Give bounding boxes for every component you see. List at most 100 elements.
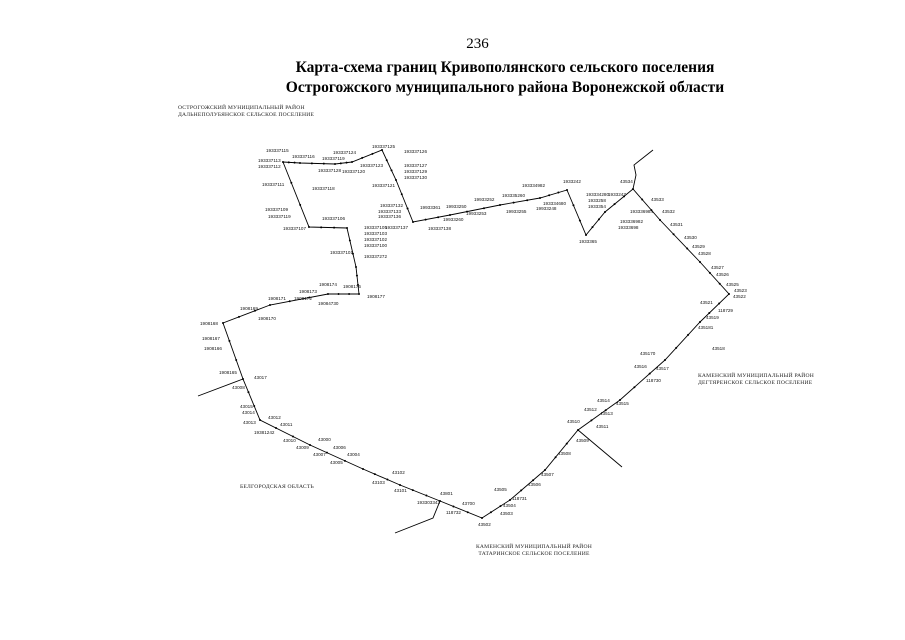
boundary-point-label: 43523 bbox=[734, 288, 747, 293]
boundary-vertex bbox=[299, 162, 301, 164]
boundary-point-label: 19933260 bbox=[443, 217, 464, 222]
boundary-vertex bbox=[235, 358, 238, 361]
boundary-vertex bbox=[358, 293, 360, 295]
settlement-boundary-line bbox=[222, 149, 730, 519]
boundary-point-label: 193337115 bbox=[266, 148, 289, 153]
boundary-vertex bbox=[424, 218, 427, 221]
boundary-point-label: 193337106 bbox=[322, 216, 345, 221]
boundary-point-label: 19933253 bbox=[466, 211, 487, 216]
boundary-vertex bbox=[247, 391, 250, 394]
boundary-vertex bbox=[489, 511, 492, 514]
area-district: КАМЕНСКИЙ МУНИЦИПАЛЬНЫЙ РАЙОН bbox=[698, 373, 815, 379]
boundary-point-label: 193337126 bbox=[404, 149, 427, 154]
boundary-point-label: 43526 bbox=[716, 272, 729, 277]
boundary-point-label: 43506 bbox=[528, 482, 541, 487]
boundary-vertex bbox=[548, 194, 551, 197]
boundary-point-label: 19933250 bbox=[446, 204, 467, 209]
boundary-vertex bbox=[439, 500, 441, 502]
boundary-vertex bbox=[708, 312, 711, 315]
area-settlement: ДАЛЬНЕПОЛУБЯНСКОЕ СЕЛЬСКОЕ ПОСЕЛЕНИЕ bbox=[178, 112, 315, 118]
boundary-vertex bbox=[483, 207, 485, 210]
boundary-vertex bbox=[604, 409, 607, 412]
boundary-vertex bbox=[348, 293, 351, 295]
boundary-point-label: 43508 bbox=[558, 451, 571, 456]
adjacent-boundary-line bbox=[577, 429, 623, 468]
boundary-point-label: 43513 bbox=[600, 411, 613, 416]
boundary-point-label: 43516 bbox=[634, 364, 647, 369]
boundary-point-label: 43509 bbox=[576, 438, 589, 443]
boundary-point-label: 43533 bbox=[651, 197, 664, 202]
boundary-vertex bbox=[664, 359, 666, 361]
boundary-vertex bbox=[659, 219, 661, 221]
boundary-point-label: 43512 bbox=[584, 407, 597, 412]
boundary-point-label: 1933365 bbox=[579, 239, 597, 244]
boundary-point-label: 43510 bbox=[567, 419, 580, 424]
boundary-vertex bbox=[334, 163, 336, 165]
boundary-point-label: 19933248 bbox=[536, 206, 557, 211]
boundary-vertex bbox=[400, 193, 403, 196]
boundary-vertex bbox=[466, 511, 469, 514]
boundary-point-label: 43517 bbox=[656, 366, 669, 371]
boundary-point-label: 193337127 bbox=[404, 163, 427, 168]
boundary-vertex bbox=[481, 517, 483, 519]
boundary-vertex bbox=[310, 162, 313, 165]
boundary-point-label: 193334680 bbox=[543, 201, 566, 206]
boundary-vertex bbox=[728, 293, 730, 295]
boundary-point-label: 193337111 bbox=[262, 182, 285, 187]
boundary-vertex bbox=[253, 405, 256, 408]
boundary-vertex bbox=[566, 189, 568, 191]
boundary-vertex bbox=[449, 214, 451, 216]
boundary-vertex bbox=[509, 499, 511, 501]
boundary-point-label: 193337112 bbox=[258, 164, 281, 169]
boundary-point-label: 43009 bbox=[296, 445, 309, 450]
boundary-vertex bbox=[437, 216, 440, 219]
boundary-point-label: 193337107 bbox=[283, 226, 306, 231]
boundary-vertex bbox=[345, 161, 348, 164]
boundary-vertex bbox=[351, 161, 353, 163]
boundary-vertex bbox=[288, 300, 291, 303]
boundary-point-label: 118730 bbox=[646, 378, 661, 383]
boundary-vertex bbox=[718, 302, 721, 305]
page-number: 236 bbox=[466, 36, 489, 52]
boundary-vertex bbox=[425, 494, 428, 497]
boundary-vertex bbox=[591, 226, 594, 229]
boundary-point-label: 193337101 bbox=[330, 250, 353, 255]
boundary-point-label: 1908170 bbox=[258, 316, 276, 321]
map-title-line-1: Карта-схема границ Кривополянского сельс… bbox=[295, 59, 715, 76]
boundary-point-label: 43012 bbox=[268, 415, 281, 420]
boundary-vertex bbox=[362, 468, 364, 470]
boundary-point-label: 43007 bbox=[313, 452, 326, 457]
boundary-point-label: 1908176 bbox=[343, 284, 361, 289]
boundary-vertex bbox=[386, 478, 389, 481]
boundary-vertex bbox=[390, 169, 393, 172]
boundary-vertex bbox=[699, 321, 701, 323]
boundary-point-label: 43528 bbox=[698, 251, 711, 256]
boundary-vertex bbox=[339, 162, 342, 165]
boundary-vertex bbox=[648, 372, 651, 375]
boundary-point-label: 1908167 bbox=[202, 336, 220, 341]
boundary-vertex bbox=[355, 266, 357, 268]
boundary-vertex bbox=[320, 226, 323, 229]
boundary-point-label: 118729 bbox=[718, 308, 733, 313]
boundary-vertex bbox=[623, 195, 626, 198]
boundary-point-label: 19333698 bbox=[618, 225, 639, 230]
boundary-point-label: 193337118 bbox=[312, 186, 335, 191]
point-labels: 1933371151933371161933371131933371121933… bbox=[200, 144, 747, 527]
boundary-vertex bbox=[411, 489, 414, 492]
boundary-point-label: 1908168 bbox=[200, 321, 218, 326]
boundary-vertex bbox=[292, 435, 294, 438]
boundary-point-label: 193337121 bbox=[372, 183, 395, 188]
boundary-point-label: 43503 bbox=[500, 511, 513, 516]
boundary-point-label: 193337125 bbox=[372, 144, 395, 149]
boundary-vertex bbox=[565, 442, 568, 445]
map-title-line-2: Острогожского муниципального района Воро… bbox=[285, 79, 725, 96]
boundary-point-label: 193337130 bbox=[404, 175, 427, 180]
adjacent-boundary-line bbox=[394, 500, 441, 534]
boundary-vertex bbox=[554, 456, 557, 459]
boundary-vertex bbox=[708, 271, 711, 274]
boundary-vertex bbox=[355, 274, 358, 277]
boundary-point-label: 43534 bbox=[620, 179, 633, 184]
area-district: КАМЕНСКИЙ МУНИЦИПАЛЬНЫЙ РАЙОН bbox=[476, 544, 593, 550]
area-label-south: КАМЕНСКИЙ МУНИЦИПАЛЬНЫЙ РАЙОН ТАТАРИНСКО… bbox=[476, 544, 592, 558]
area-label-southwest: БЕЛГОРОДСКАЯ ОБЛАСТЬ bbox=[240, 484, 314, 491]
